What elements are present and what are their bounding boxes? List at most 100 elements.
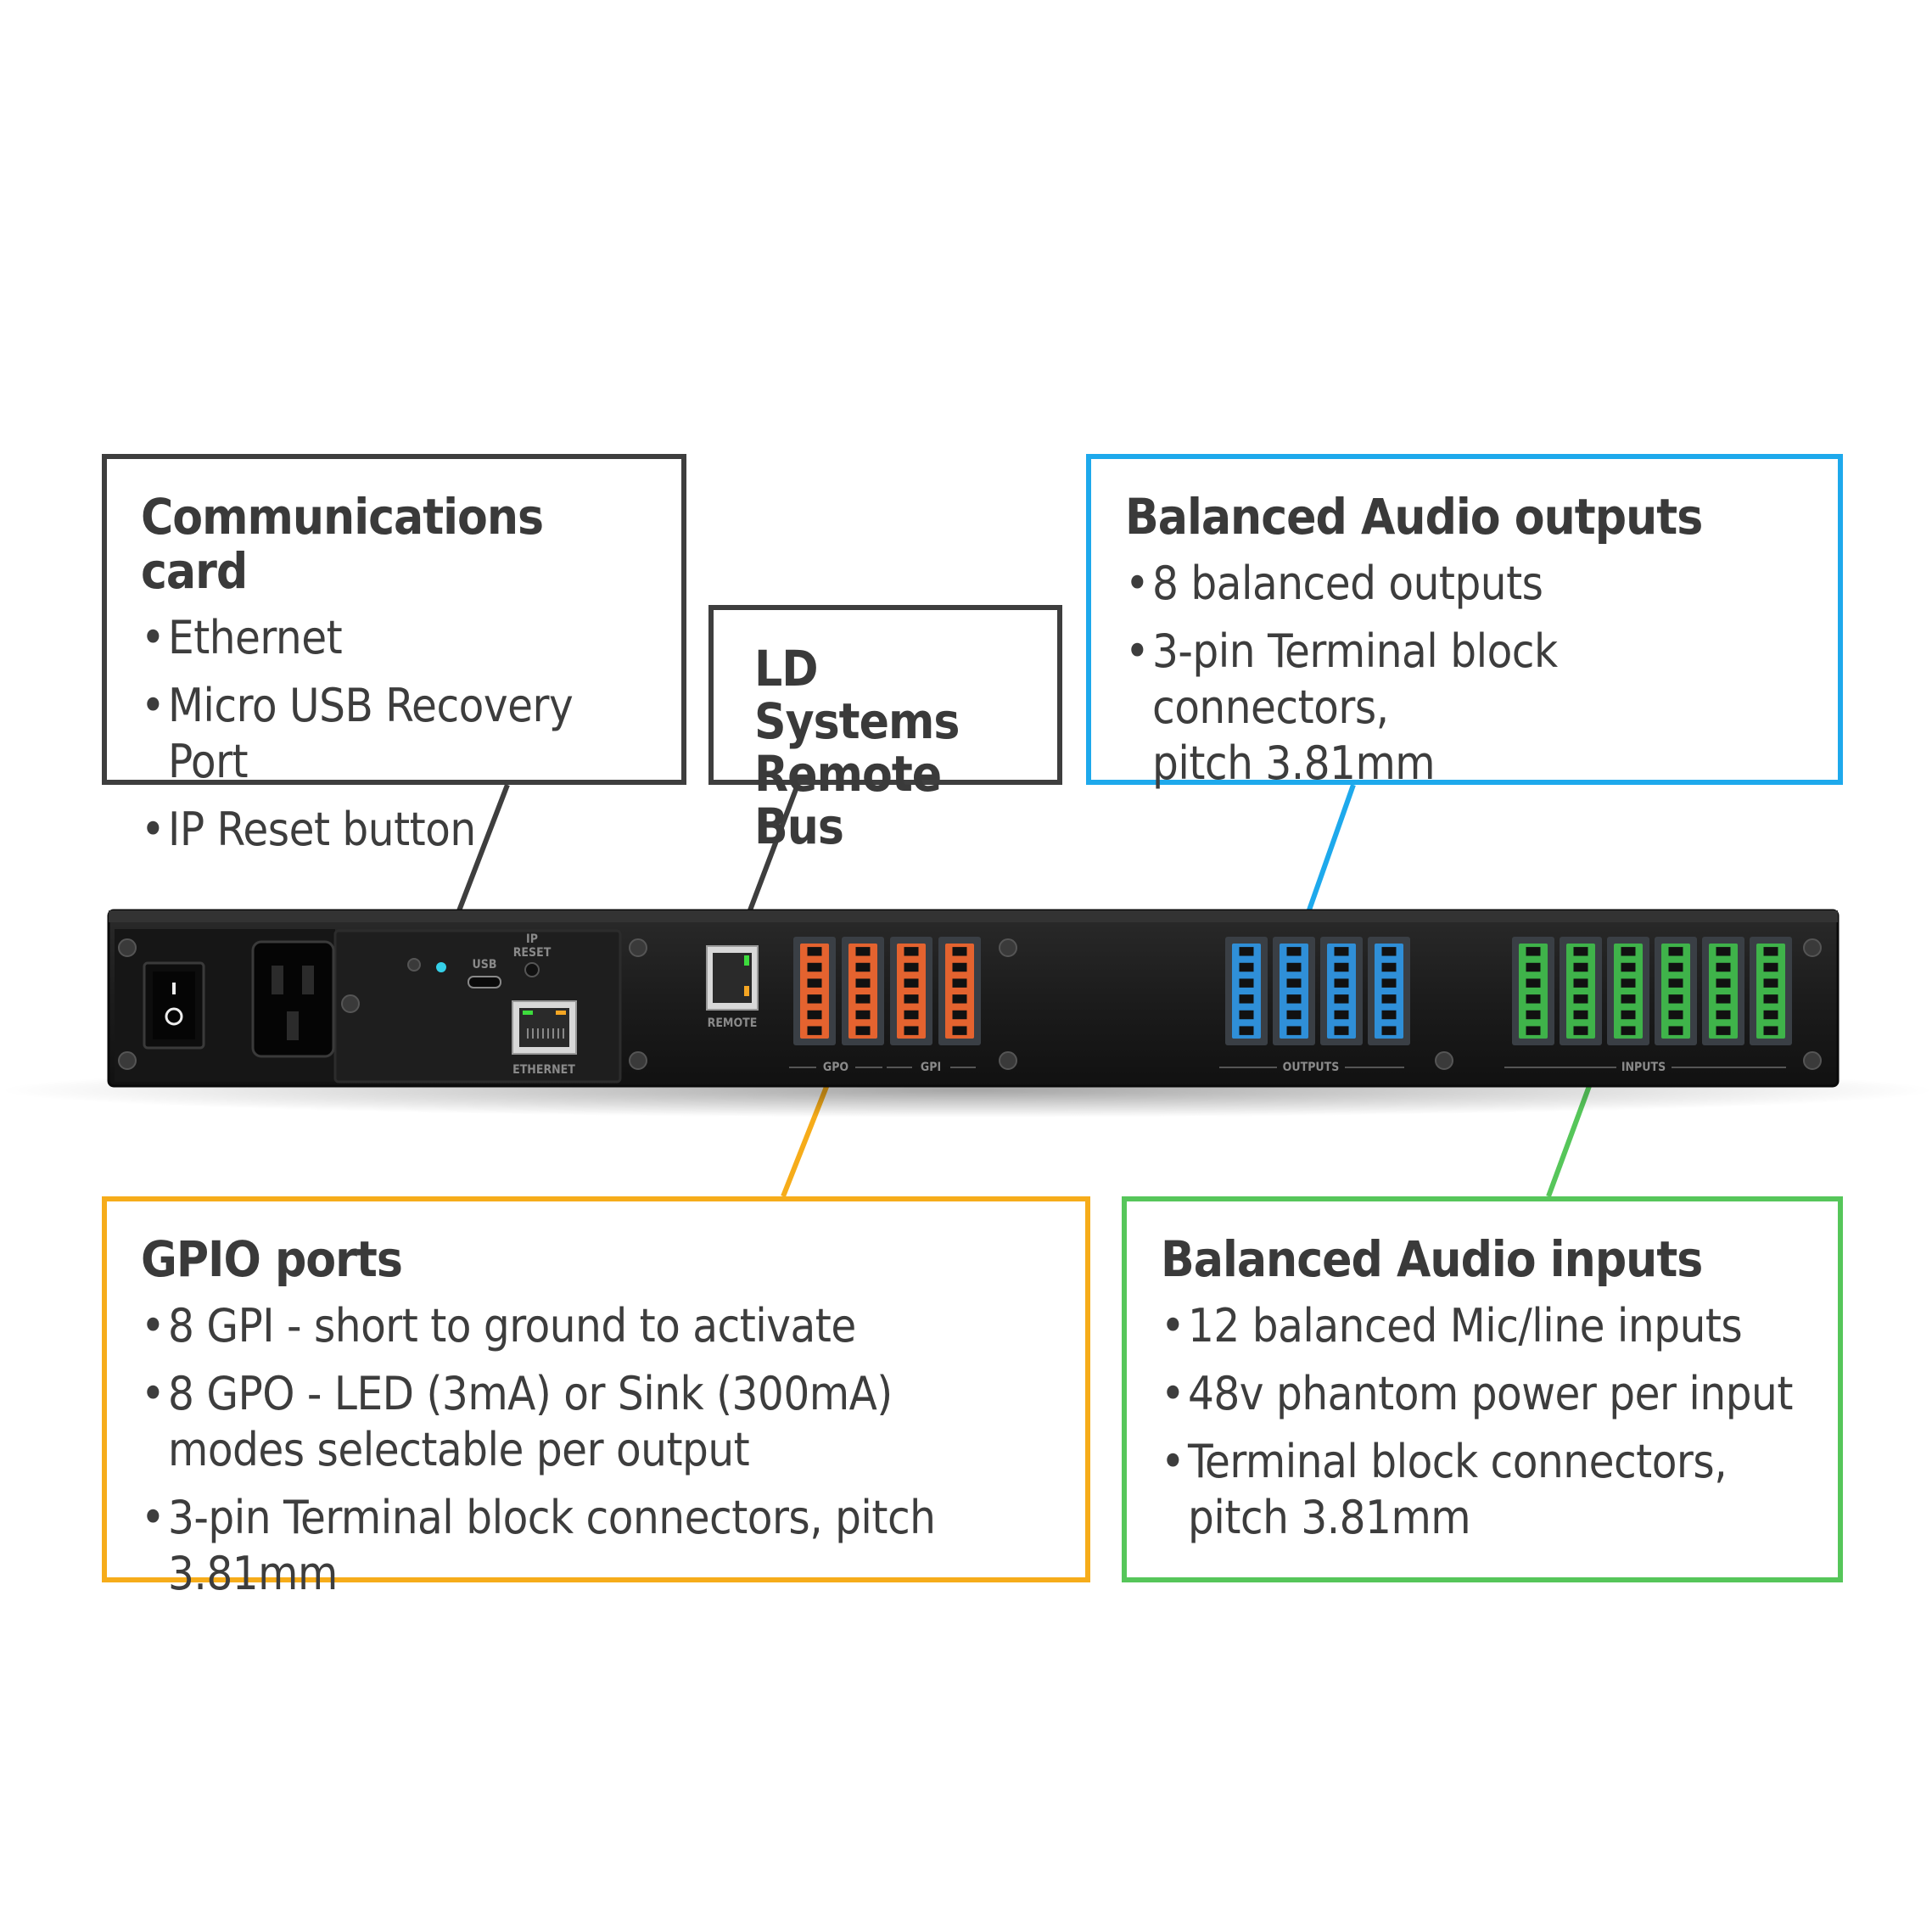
connector-pin (855, 1010, 871, 1020)
ip-reset-button[interactable] (524, 962, 540, 977)
connector-pin (904, 1010, 919, 1020)
remote-link-led-icon (744, 955, 749, 966)
connector-pin (1526, 1026, 1541, 1035)
connector-pin (1621, 947, 1636, 956)
callout-title: Balanced Audio outputs (1125, 488, 1703, 546)
comms-card-plate (333, 929, 622, 1084)
ethernet-link-led-icon (523, 1011, 533, 1015)
connector-pin (1621, 1026, 1636, 1035)
connector-pin (1668, 962, 1683, 972)
outputs-label: OUTPUTS (1283, 1061, 1340, 1074)
connector-pin (1763, 994, 1778, 1004)
screw-icon (341, 994, 360, 1013)
connector-pin (1334, 994, 1349, 1004)
connector-pin (1334, 978, 1349, 988)
connector-pin (1763, 947, 1778, 956)
connector-pin (855, 1026, 871, 1035)
connector-pin (1763, 962, 1778, 972)
output-terminal-block[interactable] (1320, 937, 1363, 1045)
connector-pin (1573, 978, 1588, 988)
connector-pin (1621, 962, 1636, 972)
input-terminal-block[interactable] (1750, 937, 1792, 1045)
connector-pin (952, 1026, 967, 1035)
callout-list: 8 balanced outputs 3-pin Terminal block … (1125, 556, 1804, 792)
callout-title-line1: LD Systems (754, 640, 960, 750)
ethernet-label: ETHERNET (512, 1063, 575, 1077)
callout-remote-bus: LD Systems Remote Bus (708, 605, 1062, 853)
connector-pin (1239, 947, 1254, 956)
output-terminal-block[interactable] (1368, 937, 1410, 1045)
inputs-label: INPUTS (1621, 1061, 1666, 1074)
ethernet-pins (527, 1028, 564, 1039)
usb-label: USB (473, 958, 497, 972)
connector-pin (1286, 978, 1302, 988)
callout-item: 3-pin Terminal block connectors, pitch 3… (1125, 624, 1804, 792)
output-terminal-block[interactable] (1273, 937, 1315, 1045)
connector-pin (1526, 978, 1541, 988)
gpio-terminal-block[interactable] (938, 937, 981, 1045)
callout-item: 3-pin Terminal block connectors, pitch 3… (141, 1490, 1051, 1602)
input-terminal-block[interactable] (1560, 937, 1602, 1045)
connector-pin (807, 978, 822, 988)
screw-icon (1803, 938, 1822, 957)
gpio-terminal-block[interactable] (793, 937, 836, 1045)
micro-usb-port[interactable] (468, 976, 501, 988)
connector-body (1756, 944, 1785, 1039)
connector-body (1519, 944, 1548, 1039)
chassis-top-edge (109, 910, 1838, 922)
screw-icon (629, 938, 647, 957)
connector-pin (1239, 962, 1254, 972)
connector-pin (1763, 978, 1778, 988)
callout-communications-card: Communications card Ethernet Micro USB R… (102, 454, 686, 858)
input-terminal-block[interactable] (1512, 937, 1554, 1045)
callout-title: Communications card (141, 488, 544, 600)
input-terminal-block[interactable] (1607, 937, 1649, 1045)
gpo-label: GPO (823, 1061, 849, 1074)
callout-item: IP Reset button (141, 802, 647, 858)
connector-body (800, 944, 829, 1039)
power-switch-rocker (153, 972, 195, 1039)
gpi-label: GPI (921, 1061, 941, 1074)
connector-pin (1526, 947, 1541, 956)
connector-pin (1573, 1026, 1588, 1035)
screw-icon (1803, 1051, 1822, 1070)
callout-gpio-ports: GPIO ports 8 GPI - short to ground to ac… (102, 1196, 1090, 1600)
connector-pin (1763, 1026, 1778, 1035)
input-terminal-block[interactable] (1702, 937, 1744, 1045)
callout-item-line: pitch 3.81mm (1152, 736, 1436, 790)
connector-pin (904, 962, 919, 972)
screw-icon (629, 1051, 647, 1070)
callout-balanced-audio-outputs: Balanced Audio outputs 8 balanced output… (1086, 454, 1843, 790)
connector-pin (1334, 962, 1349, 972)
connector-pin (1381, 1026, 1397, 1035)
callout-list: Ethernet Micro USB Recovery Port IP Rese… (141, 610, 647, 858)
connector-pin (1621, 994, 1636, 1004)
screw-icon (118, 938, 137, 957)
output-terminal-block[interactable] (1225, 937, 1268, 1045)
callout-item: 12 balanced Mic/line inputs (1161, 1298, 1804, 1354)
callout-list: 12 balanced Mic/line inputs 48v phantom … (1161, 1298, 1804, 1546)
iec-pin (272, 966, 283, 994)
connector-pin (1381, 947, 1397, 956)
connector-body (1566, 944, 1595, 1039)
connector-pin (1763, 1010, 1778, 1020)
connector-pin (1239, 978, 1254, 988)
callout-item-line: Terminal block connectors, (1188, 1435, 1728, 1488)
connector-pin (1668, 994, 1683, 1004)
connector-pin (807, 962, 822, 972)
connector-pin (952, 947, 967, 956)
connector-pin (1286, 994, 1302, 1004)
connector-pin (1334, 1010, 1349, 1020)
gpio-terminal-block[interactable] (890, 937, 932, 1045)
screw-icon (999, 938, 1017, 957)
callout-balanced-audio-inputs: Balanced Audio inputs 12 balanced Mic/li… (1122, 1196, 1843, 1582)
ip-reset-label-line1: IP (526, 932, 538, 946)
connector-body (1280, 944, 1308, 1039)
gpio-terminal-block[interactable] (842, 937, 884, 1045)
connector-pin (1334, 1026, 1349, 1035)
input-terminal-block[interactable] (1655, 937, 1697, 1045)
connector-pin (855, 978, 871, 988)
connector-pin (1286, 962, 1302, 972)
